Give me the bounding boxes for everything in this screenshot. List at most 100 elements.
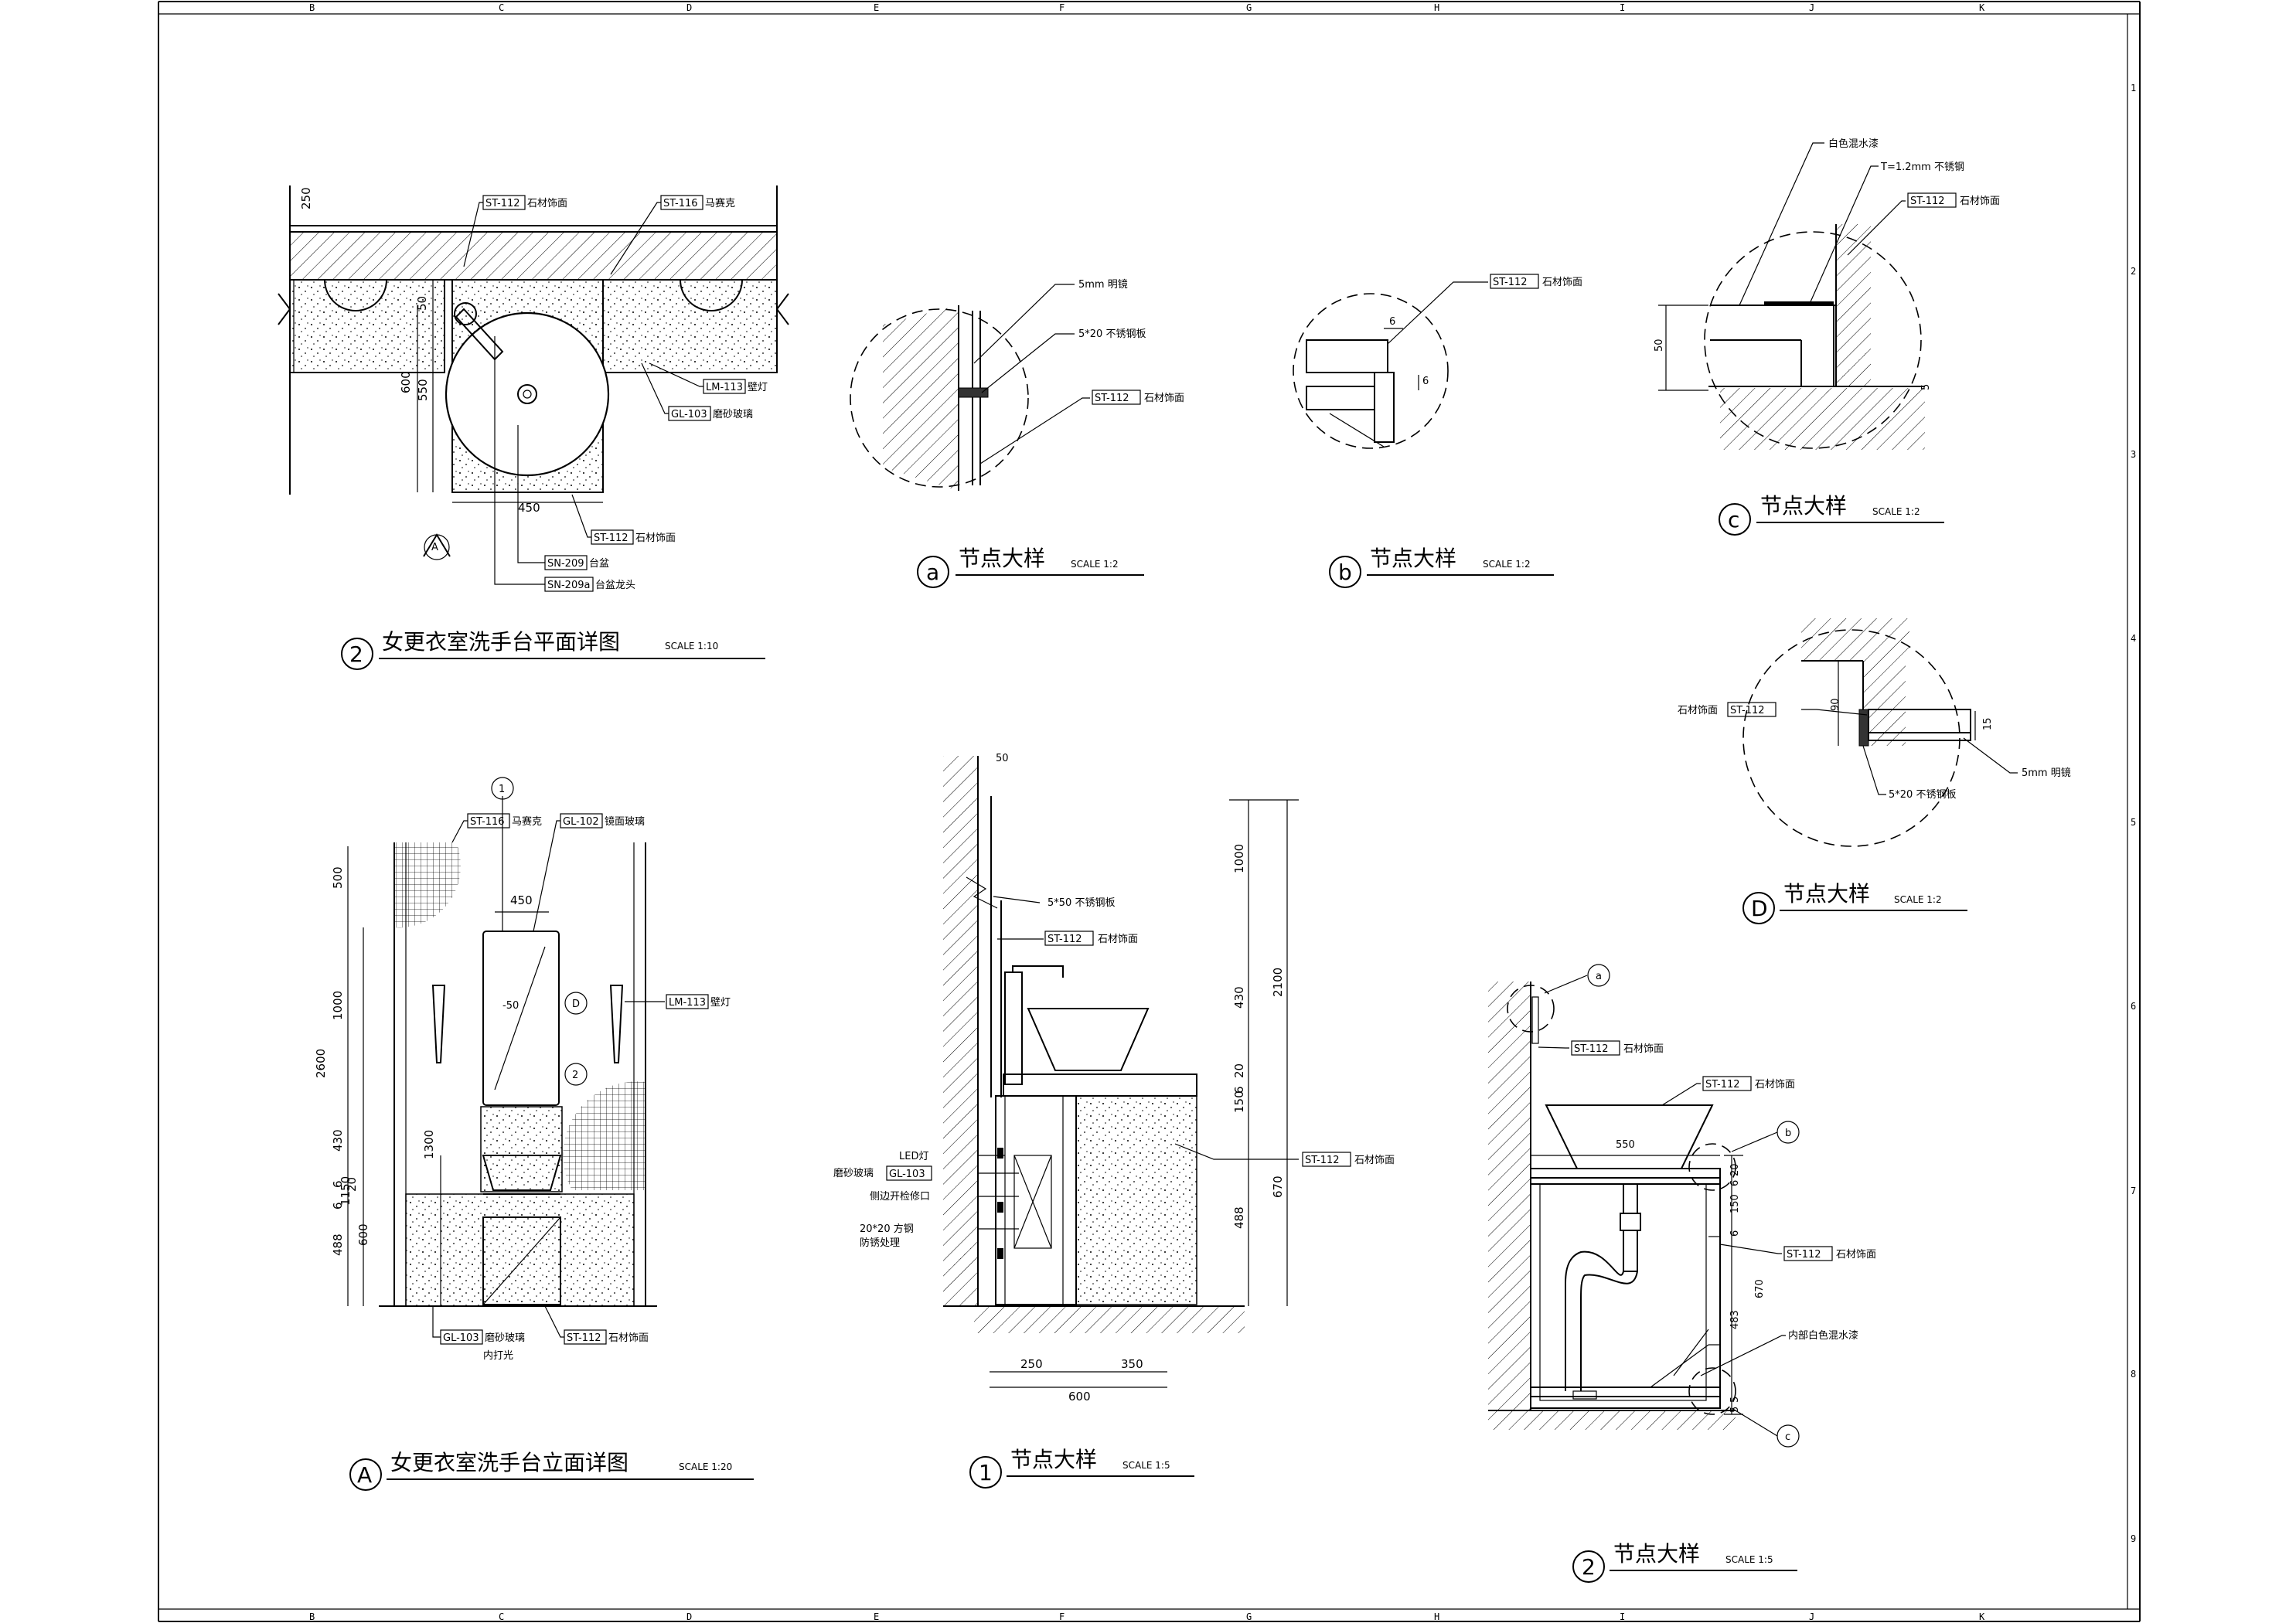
elev-tag-box bbox=[440, 1329, 483, 1345]
elev-tag-box bbox=[560, 813, 603, 829]
detail-c-tag: ST-112 石材饰面 bbox=[1907, 192, 2000, 208]
plan-tag-text: 台盆 bbox=[589, 558, 609, 570]
svg-text:SCALE 1:2: SCALE 1:2 bbox=[1483, 559, 1531, 570]
elev-dim: 1150 bbox=[339, 1176, 353, 1206]
elev-title-block: A 女更衣室洗手台立面详图 SCALE 1:20 bbox=[349, 1450, 754, 1491]
detail-2-dim: 5 bbox=[1729, 1407, 1741, 1413]
detail-2-dim: 670 bbox=[1754, 1279, 1766, 1298]
grid-col-bottom-F: F bbox=[1059, 1611, 1065, 1622]
svg-text:ST-112: ST-112 bbox=[1493, 277, 1528, 288]
elev-dim: 488 bbox=[331, 1233, 345, 1256]
elev-tag-box bbox=[666, 994, 709, 1009]
grid-col-top-F: F bbox=[1059, 2, 1065, 13]
elev-dim: 6 bbox=[331, 1180, 345, 1188]
svg-text:ST-112: ST-112 bbox=[1787, 1249, 1821, 1261]
elev-dim: 430 bbox=[331, 1129, 345, 1152]
svg-text:石材饰面: 石材饰面 bbox=[1542, 277, 1582, 288]
detail-d-tag: 石材饰面 ST-112 bbox=[1678, 702, 1777, 717]
detail-1-label-access: 侧边开检修口 bbox=[870, 1191, 930, 1203]
elev-tag-text: 壁灯 bbox=[710, 997, 731, 1009]
svg-text:GL-103: GL-103 bbox=[889, 1169, 925, 1180]
detail-1-tag-2: ST-112 石材饰面 bbox=[1302, 1152, 1395, 1167]
plan-tag-box bbox=[660, 195, 703, 210]
elev-dim: 500 bbox=[331, 866, 345, 889]
detail-a-label-steel: 5*20 不锈钢板 bbox=[1078, 328, 1146, 340]
elev-tag-code: ST-112 bbox=[567, 1332, 601, 1344]
elev-tag-text: 磨砂玻璃 bbox=[485, 1332, 525, 1344]
detail-b-drawing bbox=[1293, 281, 1488, 449]
plan-tag-text: 壁灯 bbox=[748, 382, 768, 393]
svg-text:A: A bbox=[357, 1462, 372, 1488]
plan-drawing bbox=[278, 185, 789, 560]
detail-a-tag: ST-112 石材饰面 bbox=[1092, 390, 1184, 405]
detail-1-dim-v: 1000 bbox=[1232, 844, 1246, 873]
svg-text:SCALE 1:2: SCALE 1:2 bbox=[1071, 559, 1119, 570]
grid-col-bottom-H: H bbox=[1434, 1611, 1439, 1622]
detail-1-dim-v: 488 bbox=[1232, 1206, 1246, 1229]
plan-dim-250: 250 bbox=[299, 187, 313, 209]
plan-title-num: 2 bbox=[349, 641, 363, 667]
elev-dim: 2600 bbox=[314, 1049, 328, 1078]
svg-text:ST-112: ST-112 bbox=[1048, 934, 1082, 945]
svg-text:石材饰面: 石材饰面 bbox=[1098, 934, 1138, 945]
svg-text:ST-112: ST-112 bbox=[1095, 393, 1129, 404]
svg-text:D: D bbox=[1751, 896, 1768, 921]
plan-tag-text: 马赛克 bbox=[705, 197, 735, 209]
svg-text:ST-112: ST-112 bbox=[1730, 705, 1765, 716]
plan-tag-box bbox=[591, 529, 634, 545]
detail-1-tag-0: ST-112 石材饰面 bbox=[1044, 931, 1138, 946]
detail-2-tag-2: ST-112 石材饰面 bbox=[1783, 1246, 1876, 1261]
elev-dim: 600 bbox=[356, 1223, 370, 1246]
detail-1-dim-v: 670 bbox=[1271, 1176, 1285, 1198]
detail-1-dim-v: 20 bbox=[1232, 1063, 1246, 1078]
grid-row-5: 5 bbox=[2131, 817, 2136, 828]
detail-2-title-block: 2 节点大样 SCALE 1:5 bbox=[1572, 1541, 1797, 1583]
detail-d-title-block: D 节点大样 SCALE 1:2 bbox=[1742, 881, 1967, 924]
grid-col-bottom-B: B bbox=[309, 1611, 315, 1622]
elevation-drawing bbox=[347, 777, 665, 1338]
detail-d-dim-15: 15 bbox=[1982, 717, 1994, 730]
elev-dim: 20 bbox=[345, 1177, 359, 1192]
elev-dim: 1300 bbox=[422, 1130, 436, 1159]
plan-tag-text: 台盆龙头 bbox=[595, 580, 635, 591]
elev-tag-text: 马赛克 bbox=[512, 815, 542, 828]
plan-tag-text: 石材饰面 bbox=[527, 198, 567, 209]
svg-text:ST-112: ST-112 bbox=[1305, 1155, 1340, 1166]
svg-text:b: b bbox=[1338, 560, 1352, 585]
grid-row-4: 4 bbox=[2131, 633, 2136, 644]
detail-2-label-paint: 内部白色混水漆 bbox=[1788, 1329, 1858, 1342]
plan-tag-box bbox=[703, 379, 746, 394]
plan-leaders bbox=[463, 202, 703, 585]
plan-tag-box bbox=[544, 555, 588, 570]
detail-b-tag: ST-112 石材饰面 bbox=[1490, 274, 1582, 289]
grid-col-bottom-J: J bbox=[1809, 1611, 1814, 1622]
elev-dim: 6 bbox=[331, 1202, 345, 1210]
detail-2-dim: 5 bbox=[1729, 1397, 1741, 1403]
elev-mark-2: 2 bbox=[572, 1070, 578, 1081]
detail-1-label-frosted: 磨砂玻璃 bbox=[833, 1168, 874, 1179]
grid-col-bottom-K: K bbox=[1979, 1611, 1985, 1622]
elev-mark-1: 1 bbox=[499, 784, 505, 795]
svg-text:1: 1 bbox=[979, 1460, 993, 1485]
plan-tag-box bbox=[482, 195, 526, 210]
detail-b-dim-right: 6 bbox=[1422, 376, 1429, 387]
detail-2-mark-b: b bbox=[1785, 1128, 1791, 1139]
grid-col-bottom-G: G bbox=[1246, 1611, 1252, 1622]
plan-section-mark: A bbox=[431, 542, 438, 553]
svg-text:a: a bbox=[926, 560, 939, 585]
elev-tag-code: ST-116 bbox=[470, 816, 505, 828]
svg-text:ST-112: ST-112 bbox=[1910, 196, 1945, 207]
plan-tag-code: SN-209 bbox=[547, 558, 584, 570]
plan-tag-code: SN-209a bbox=[547, 580, 590, 591]
detail-2-tag-0: ST-112 石材饰面 bbox=[1571, 1040, 1664, 1056]
grid-col-bottom-E: E bbox=[874, 1611, 879, 1622]
svg-text:石材饰面: 石材饰面 bbox=[1144, 393, 1184, 404]
detail-c-dim-5: 5 bbox=[1920, 384, 1932, 390]
plan-tag-code: GL-103 bbox=[671, 409, 707, 420]
detail-2-drawing bbox=[1488, 964, 1800, 1448]
grid-col-top-I: I bbox=[1620, 2, 1625, 13]
svg-text:节点大样: 节点大样 bbox=[959, 546, 1045, 571]
